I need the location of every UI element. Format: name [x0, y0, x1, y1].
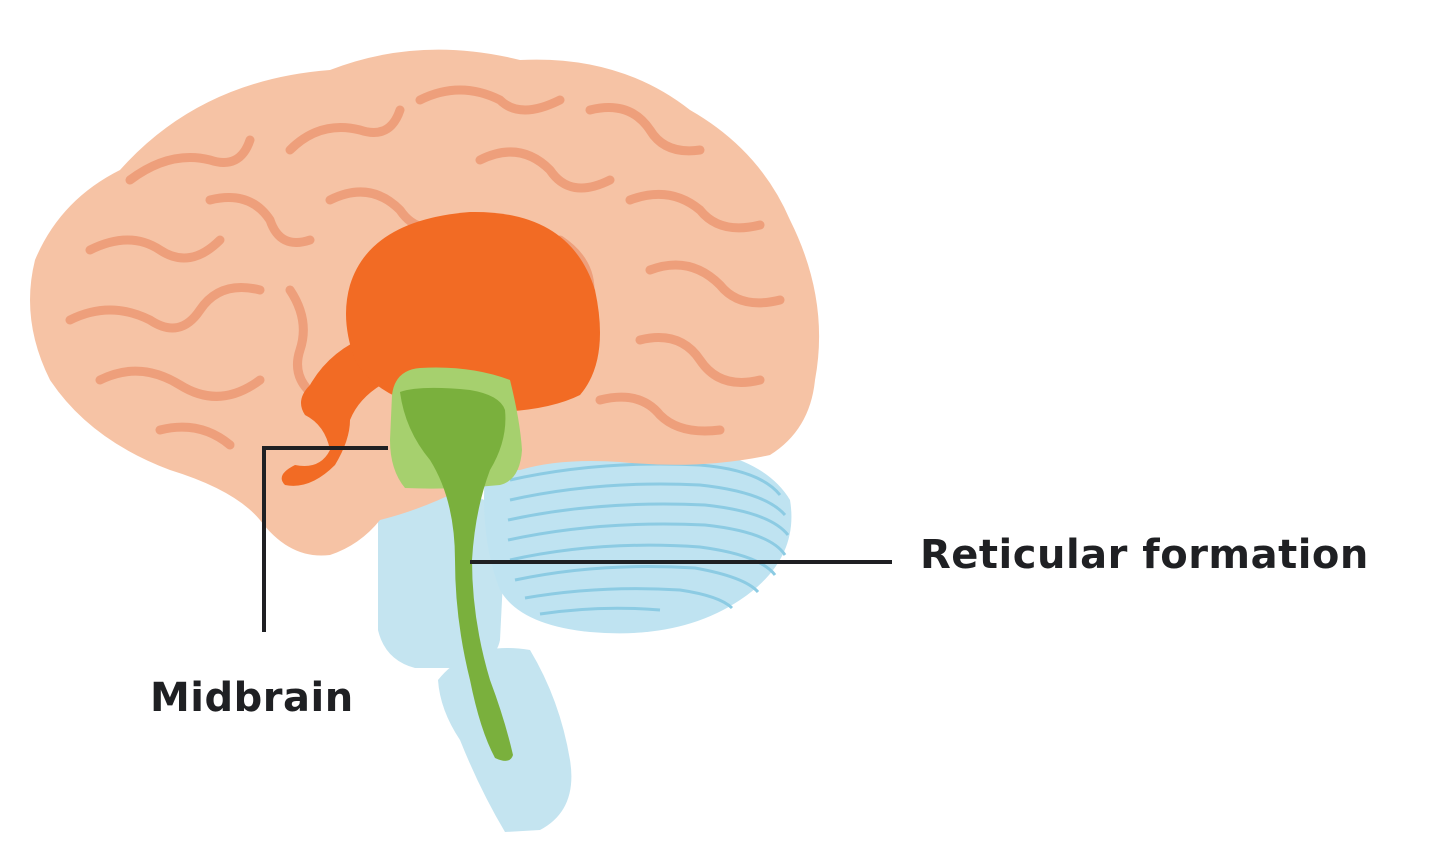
reticular-formation-label: Reticular formation	[920, 532, 1369, 578]
midbrain-leader-line	[262, 446, 388, 632]
brainstem	[400, 387, 513, 761]
thalamus	[346, 211, 600, 413]
thalamus-tail	[281, 335, 390, 486]
leader-lines	[262, 446, 892, 632]
midbrain-label: Midbrain	[150, 675, 354, 721]
